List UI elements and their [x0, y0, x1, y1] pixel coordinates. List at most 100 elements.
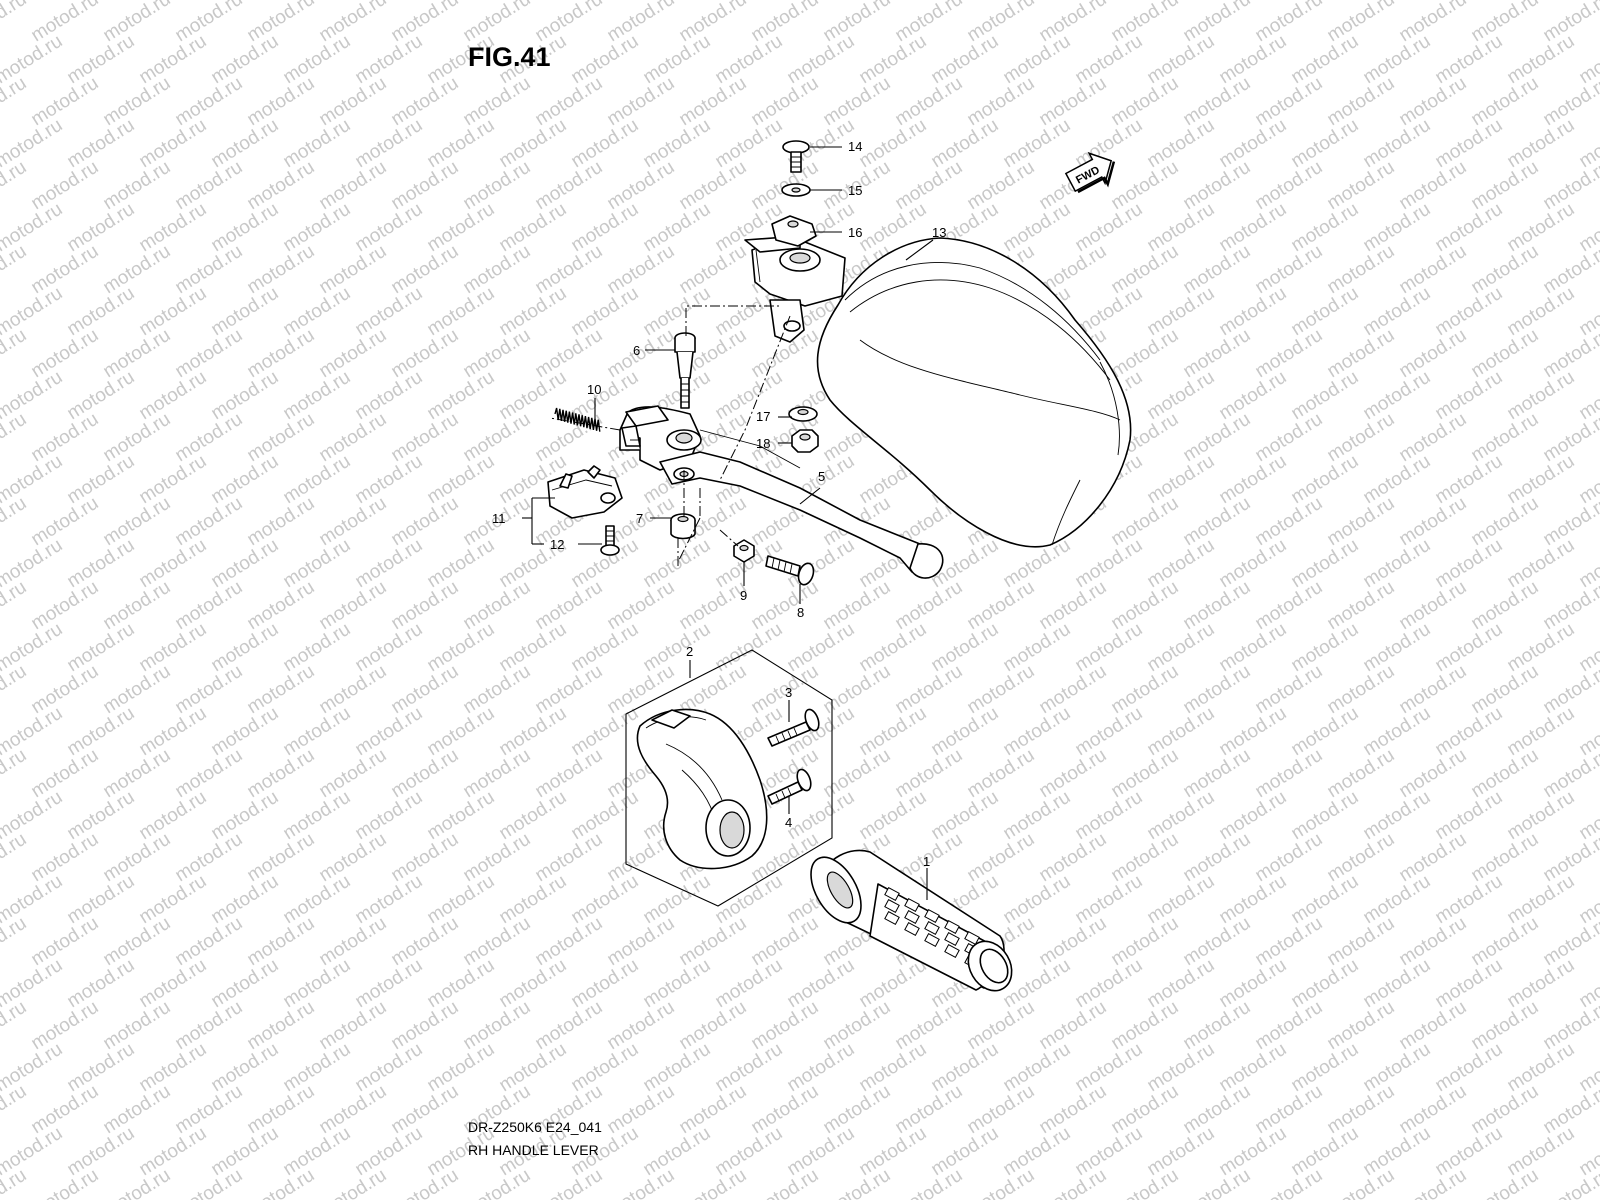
watermark-text: motod.ru [532, 829, 607, 887]
watermark-text: motod.ru [280, 871, 355, 929]
watermark-text: motod.ru [244, 73, 319, 131]
watermark-text: motod.ru [0, 241, 30, 299]
watermark-text: motod.ru [784, 787, 859, 845]
watermark-text: motod.ru [1108, 493, 1183, 551]
watermark-text: motod.ru [28, 325, 103, 383]
watermark-text: motod.ru [316, 73, 391, 131]
watermark-text: motod.ru [964, 1081, 1039, 1139]
watermark-text: motod.ru [604, 577, 679, 635]
watermark-text: motod.ru [1324, 73, 1399, 131]
watermark-text: motod.ru [280, 787, 355, 845]
watermark-text: motod.ru [424, 787, 499, 845]
watermark-text: motod.ru [1108, 1081, 1183, 1139]
watermark-text: motod.ru [316, 1081, 391, 1139]
watermark-text: motod.ru [1504, 619, 1579, 677]
callout-4: 4 [785, 815, 792, 830]
watermark-text: motod.ru [28, 241, 103, 299]
watermark-text: motod.ru [1000, 199, 1075, 257]
watermark-text: motod.ru [28, 1165, 103, 1200]
watermark-text: motod.ru [1360, 535, 1435, 593]
watermark-text: motod.ru [316, 661, 391, 719]
watermark-text: motod.ru [1252, 997, 1327, 1055]
watermark-text: motod.ru [532, 241, 607, 299]
watermark-text: motod.ru [1252, 577, 1327, 635]
watermark-text: motod.ru [1108, 829, 1183, 887]
watermark-text: motod.ru [640, 283, 715, 341]
watermark-text: motod.ru [1180, 829, 1255, 887]
watermark-text: motod.ru [1324, 325, 1399, 383]
watermark-text: motod.ru [424, 703, 499, 761]
watermark-text: motod.ru [1216, 283, 1291, 341]
watermark-text: motod.ru [208, 535, 283, 593]
watermark-text: motod.ru [100, 241, 175, 299]
watermark-text: motod.ru [172, 493, 247, 551]
screw-part-3 [767, 708, 820, 747]
watermark-text: motod.ru [1468, 829, 1543, 887]
watermark-text: motod.ru [1324, 577, 1399, 635]
watermark-text: motod.ru [1144, 283, 1219, 341]
watermark-text: motod.ru [28, 409, 103, 467]
watermark-text: motod.ru [424, 283, 499, 341]
watermark-text: motod.ru [964, 577, 1039, 635]
watermark-text: motod.ru [136, 1123, 211, 1181]
watermark-text: motod.ru [1036, 997, 1111, 1055]
watermark-text: motod.ru [316, 493, 391, 551]
watermark-text: motod.ru [1432, 1123, 1507, 1181]
watermark-text: motod.ru [640, 1123, 715, 1181]
watermark-text: motod.ru [928, 115, 1003, 173]
watermark-text: motod.ru [1072, 1123, 1147, 1181]
watermark-text: motod.ru [0, 829, 30, 887]
watermark-text: motod.ru [100, 1081, 175, 1139]
watermark-text: motod.ru [820, 73, 895, 131]
spring-coil [554, 407, 601, 432]
watermark-text: motod.ru [1072, 31, 1147, 89]
watermark-text: motod.ru [28, 661, 103, 719]
watermark-text: motod.ru [1000, 31, 1075, 89]
watermark-text: motod.ru [352, 871, 427, 929]
figure-title: FIG.41 [468, 42, 551, 72]
watermark-text: motod.ru [280, 1039, 355, 1097]
watermark-text: motod.ru [1108, 157, 1183, 215]
watermark-text: motod.ru [928, 787, 1003, 845]
watermark-text: motod.ru [964, 829, 1039, 887]
watermark-text: motod.ru [1396, 1081, 1471, 1139]
watermark-text: motod.ru [1432, 535, 1507, 593]
watermark-text: motod.ru [1432, 451, 1507, 509]
watermark-text: motod.ru [604, 241, 679, 299]
watermark-text: motod.ru [1108, 73, 1183, 131]
watermark-text: motod.ru [1180, 73, 1255, 131]
watermark-text: motod.ru [424, 115, 499, 173]
watermark-text: motod.ru [0, 1081, 30, 1139]
watermark-text: motod.ru [1216, 955, 1291, 1013]
watermark-text: motod.ru [712, 115, 787, 173]
watermark-text: motod.ru [1252, 745, 1327, 803]
watermark-text: motod.ru [316, 0, 391, 46]
watermark-text: motod.ru [1432, 31, 1507, 89]
watermark-text: motod.ru [244, 913, 319, 971]
watermark-text: motod.ru [1000, 703, 1075, 761]
watermark-text: motod.ru [1432, 115, 1507, 173]
watermark-text: motod.ru [1108, 997, 1183, 1055]
watermark-text: motod.ru [1324, 1081, 1399, 1139]
watermark-text: motod.ru [1252, 409, 1327, 467]
screw-part-4 [767, 768, 812, 805]
grip-part-1 [810, 849, 1013, 992]
watermark-text: motod.ru [1360, 1039, 1435, 1097]
watermark-text: motod.ru [1468, 0, 1543, 46]
watermark-text: motod.ru [1144, 115, 1219, 173]
alignment-lines [549, 305, 791, 566]
callout-2: 2 [686, 644, 693, 659]
watermark-text: motod.ru [1144, 871, 1219, 929]
watermark-text: motod.ru [1000, 115, 1075, 173]
watermark-text: motod.ru [568, 31, 643, 89]
watermark-text: motod.ru [532, 661, 607, 719]
watermark-text: motod.ru [1144, 367, 1219, 425]
collar-part-7 [670, 513, 696, 540]
watermark-text: motod.ru [604, 661, 679, 719]
watermark-text: motod.ru [0, 73, 30, 131]
watermark-text: motod.ru [64, 955, 139, 1013]
callout-1: 1 [923, 854, 930, 869]
watermark-text: motod.ru [640, 955, 715, 1013]
watermark-text: motod.ru [460, 157, 535, 215]
watermark-text: motod.ru [1360, 871, 1435, 929]
